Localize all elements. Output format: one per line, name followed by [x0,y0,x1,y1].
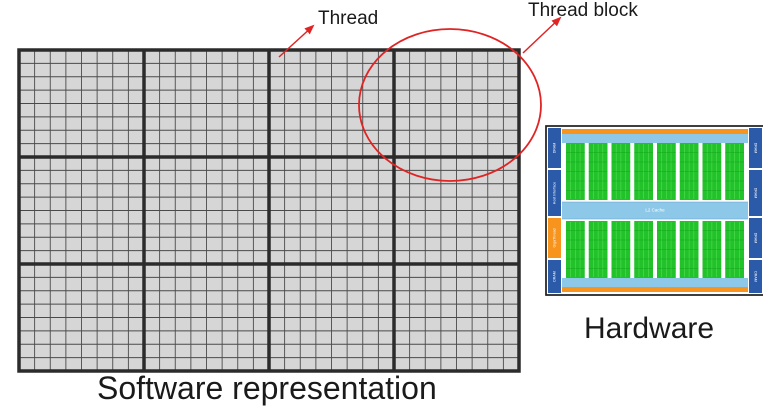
grid-outer-border [17,48,521,373]
die-outline-top [545,125,763,296]
thread-block-arrow [522,16,562,54]
l2-cache-label: L2 Cache [645,208,665,213]
die-blue-band [562,134,748,143]
annotations [278,16,562,182]
die-side-block [548,170,561,216]
die-side-label: DRAM [754,271,758,282]
thread-label: Thread [318,8,379,29]
software-representation-caption: Software representation [97,370,437,406]
thread-arrow [278,24,315,58]
die-side-block [749,170,762,216]
die-side-label: DRAM [754,143,758,154]
die-side-label: DRAM [552,143,556,154]
l2-cache-band [562,202,748,219]
die-side-label: GigaThread [552,229,556,248]
die-side-label: DRAM [754,233,758,244]
die-side-label: Host Interface [552,182,556,204]
die-side-block [548,218,561,258]
die-side-block [749,128,762,168]
die-side-block [749,218,762,258]
thread-grid [17,48,521,373]
die-orange-strip [562,129,748,134]
hardware-caption: Hardware [584,312,715,345]
die-blue-band [562,278,748,287]
die-orange-strip [562,287,748,292]
die-side-block [749,260,762,293]
die-side-label: DRAM [754,188,758,199]
die-side-block [548,128,561,168]
die-side-label: DRAM [552,271,556,282]
thread-block-highlight-circle [358,28,542,182]
die-side-block [548,260,561,293]
thread-block-label: Thread block [528,0,638,21]
